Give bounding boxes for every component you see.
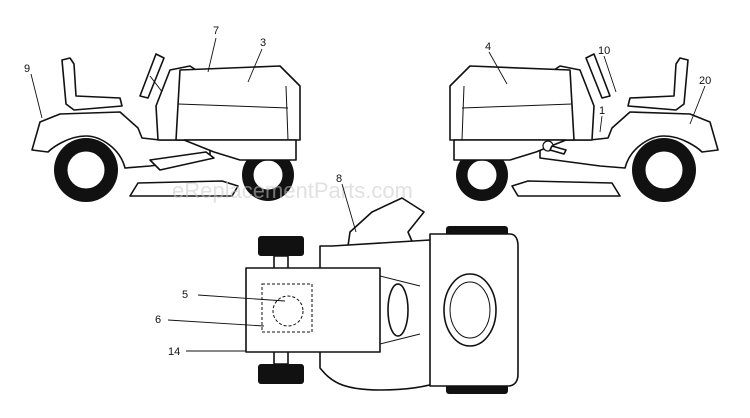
callout-labels: 9 7 3 4 10 20 1 8 5 6 14: [24, 25, 711, 358]
callout-7: 7: [213, 25, 219, 37]
watermark-text: eReplacementParts.com: [172, 178, 413, 203]
hood-right: [449, 65, 575, 141]
frame-left: [183, 139, 297, 161]
steering-wheel-left: [139, 53, 165, 99]
rear-fender-left: [31, 111, 211, 169]
steering-wheel-top: [387, 283, 409, 337]
tractor-left-side-view: [31, 53, 301, 202]
discharge-chute-top: [347, 197, 425, 247]
decal-circle: [272, 295, 304, 327]
callout-14: 14: [168, 346, 180, 358]
callout-5: 5: [182, 289, 188, 301]
hood-left: [175, 65, 301, 141]
callout-20: 20: [699, 75, 711, 87]
hood-top: [245, 267, 381, 353]
callout-6: 6: [155, 314, 161, 326]
rear-fender-right: [539, 111, 719, 169]
front-tire-top-upper: [258, 236, 304, 256]
tractor-top-view: [245, 197, 519, 394]
steering-wheel-right: [585, 53, 611, 99]
leader-lines: [30, 37, 706, 352]
front-tire-top-lower: [258, 364, 304, 384]
callout-3: 3: [260, 37, 266, 49]
callout-4: 4: [485, 41, 491, 53]
seat-top: [443, 273, 497, 347]
decal-area-box: [261, 283, 313, 333]
frame-right: [453, 139, 567, 161]
callout-9: 9: [24, 63, 30, 75]
mower-deck-left: [129, 180, 239, 197]
callout-1: 1: [599, 105, 605, 117]
tractor-right-side-view: [449, 53, 719, 202]
seat-right: [627, 57, 689, 111]
callout-10: 10: [598, 45, 610, 57]
seat-left: [61, 57, 123, 111]
mower-deck-right: [511, 180, 621, 197]
callout-8: 8: [336, 173, 342, 185]
